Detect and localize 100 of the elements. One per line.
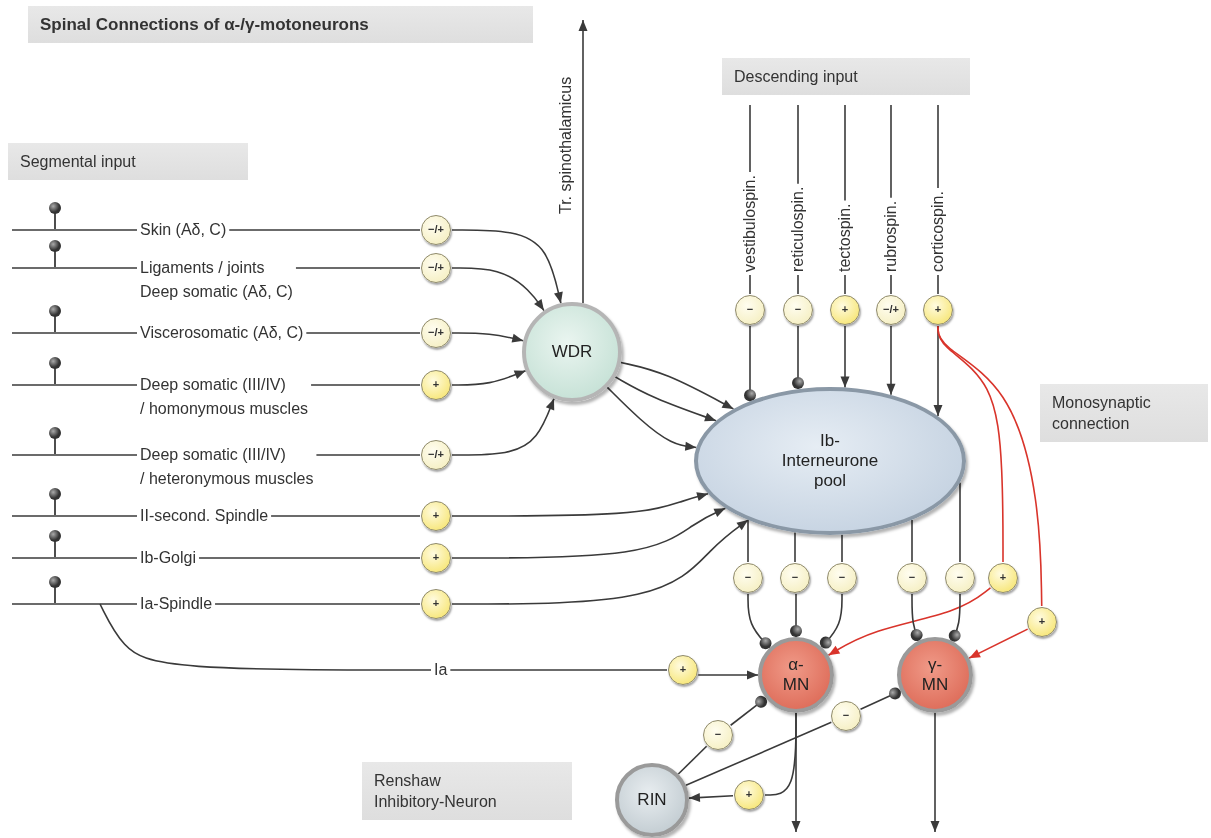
synapse-connector xyxy=(792,325,804,390)
connector-line xyxy=(11,557,138,559)
connector-line xyxy=(747,519,749,563)
synapse-sign: − xyxy=(827,563,857,593)
synapse-sign: − xyxy=(703,720,733,750)
connector-line xyxy=(11,229,138,231)
synapse-sign: − xyxy=(897,563,927,593)
synapse-connector xyxy=(747,593,772,650)
arrow xyxy=(968,628,1029,659)
arrow xyxy=(886,325,896,396)
arrow xyxy=(930,712,940,833)
arrow xyxy=(451,492,709,517)
synapse-sign: − xyxy=(780,563,810,593)
connector-line xyxy=(99,603,432,671)
connector-line xyxy=(11,384,138,386)
connector-line xyxy=(890,104,892,199)
arrow xyxy=(451,519,749,605)
connector-line xyxy=(890,274,892,295)
synapse-sign: −/+ xyxy=(421,215,451,245)
connector-line xyxy=(449,669,668,671)
connector-line xyxy=(228,229,421,231)
arrow xyxy=(578,19,588,305)
arrow xyxy=(451,229,563,305)
connector-line xyxy=(270,515,421,517)
synapse-sign: + xyxy=(988,563,1018,593)
input-label: Ia-Spindle xyxy=(140,592,213,616)
connector-line xyxy=(11,267,138,269)
synapse-sign: −/+ xyxy=(421,440,451,470)
arrow xyxy=(620,361,735,410)
arrow xyxy=(614,376,717,422)
synapse-sign: + xyxy=(421,370,451,400)
synapse-sign: −/+ xyxy=(421,318,451,348)
synapse-sign: + xyxy=(830,295,860,325)
synapse-sign: − xyxy=(735,295,765,325)
arrow xyxy=(827,587,992,657)
arrow xyxy=(451,507,727,559)
interneuron-pool-ellipse: Ib- Interneurone pool xyxy=(694,387,966,535)
arrow xyxy=(688,793,734,802)
input-label: Ligaments / joints Deep somatic (Aδ, C) xyxy=(140,256,293,304)
arrow xyxy=(451,369,527,386)
synapse-connector xyxy=(859,687,902,711)
input-label: Deep somatic (III/IV) / heteronymous muscles xyxy=(140,443,314,491)
section-label: Renshaw Inhibitory-Neuron xyxy=(362,762,572,820)
arrow xyxy=(451,397,555,456)
arrow xyxy=(840,325,850,389)
connector-line xyxy=(844,274,846,295)
connector-line xyxy=(937,274,939,295)
connector-line xyxy=(11,332,138,334)
section-label: Segmental input xyxy=(8,143,248,180)
connector-line xyxy=(841,533,843,563)
connector-line xyxy=(749,274,751,295)
input-label: Viscerosomatic (Aδ, C) xyxy=(140,321,304,345)
synapse-connector xyxy=(729,695,768,727)
synapse-connector xyxy=(744,325,756,402)
connector-line xyxy=(937,104,939,189)
connector-line xyxy=(937,325,1043,607)
synapse-sign: + xyxy=(734,780,764,810)
synapse-sign: − xyxy=(783,295,813,325)
connector-line xyxy=(214,603,421,605)
connector-line xyxy=(310,384,421,386)
motoneuron-circle: α- MN xyxy=(758,637,834,713)
synapse-connector xyxy=(819,593,843,649)
tract-label: rubrospin. xyxy=(882,200,900,272)
synapse-sign: − xyxy=(945,563,975,593)
synapse-sign: + xyxy=(421,589,451,619)
section-label: Monosynaptic connection xyxy=(1040,384,1208,442)
synapse-sign: + xyxy=(421,543,451,573)
connector-line xyxy=(11,603,138,605)
tract-label: reticulospin. xyxy=(789,186,807,272)
connector-line xyxy=(677,745,708,775)
input-label: Skin (Aδ, C) xyxy=(140,218,227,242)
synapse-sign: −/+ xyxy=(876,295,906,325)
connector-line xyxy=(295,267,421,269)
connector-line xyxy=(305,332,421,334)
connector-line xyxy=(11,454,138,456)
neuron-circle: RIN xyxy=(615,763,689,837)
connector-line xyxy=(844,104,846,202)
synapse-sign: + xyxy=(421,501,451,531)
fiber-label: Ia xyxy=(434,658,448,682)
connector-line xyxy=(797,274,799,295)
synapse-connector xyxy=(910,593,923,642)
input-label: II-second. Spindle xyxy=(140,504,269,528)
input-label: Deep somatic (III/IV) / homonymous muscles xyxy=(140,373,309,421)
connector-line xyxy=(764,712,797,796)
connector-line xyxy=(749,104,751,173)
tract-label: tectospin. xyxy=(836,203,854,272)
motoneuron-circle: γ- MN xyxy=(897,637,973,713)
synapse-connector xyxy=(948,593,961,642)
connector-line xyxy=(198,557,421,559)
synapse-sign: −/+ xyxy=(421,253,451,283)
tract-label: corticospin. xyxy=(929,191,947,272)
section-label: Descending input xyxy=(722,58,970,95)
synapse-sign: + xyxy=(668,655,698,685)
edge-label: Tr. spinothalamicus xyxy=(557,76,575,214)
tract-label: vestibulospin. xyxy=(741,175,759,272)
input-label: Ib-Golgi xyxy=(140,546,197,570)
connector-line xyxy=(911,519,913,563)
synapse-sign: + xyxy=(923,295,953,325)
arrow xyxy=(697,670,759,680)
connector-line xyxy=(797,104,799,185)
